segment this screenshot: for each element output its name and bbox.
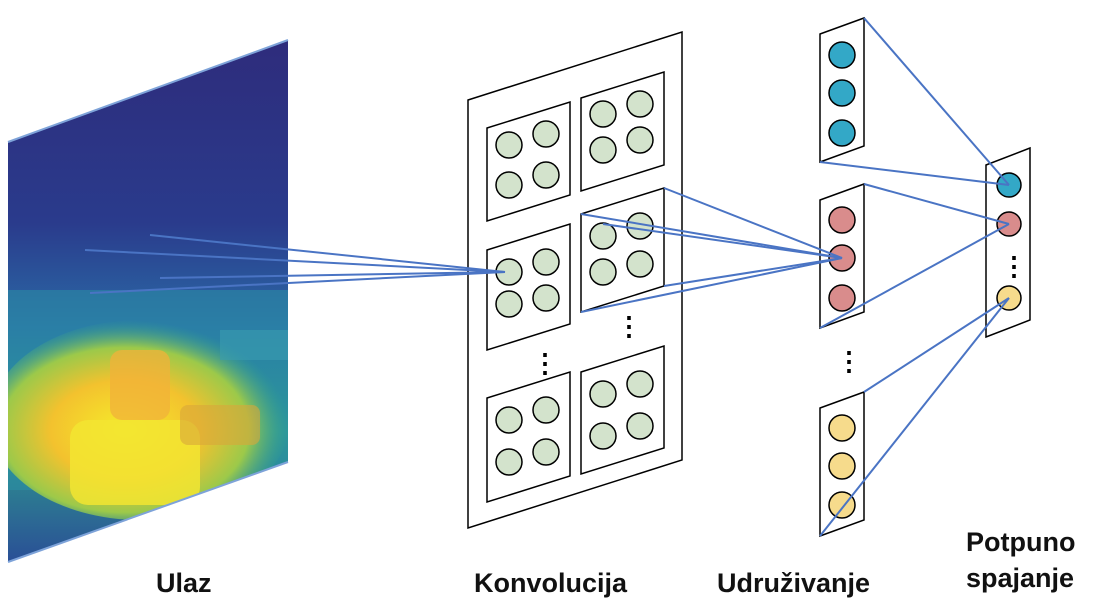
connection-line (863, 17, 1010, 186)
conv-neuron (626, 126, 654, 154)
connection-line (663, 257, 843, 287)
conv-neuron (532, 248, 560, 276)
connection-line (663, 187, 843, 259)
connection-line (580, 213, 843, 259)
convolution-layer: ⋮ ⋮ (467, 30, 683, 530)
conv-neuron (495, 131, 523, 159)
pooling-label: Udruživanje (717, 568, 870, 598)
conv-neuron (495, 448, 523, 476)
fully-connected-label-line1: Potpuno (966, 527, 1075, 557)
pool-neuron (828, 79, 856, 107)
pool-neuron (828, 284, 856, 312)
connection-line (819, 297, 1010, 537)
conv-neuron (589, 380, 617, 408)
conv-neuron (626, 250, 654, 278)
pool-ellipsis: ⋮ (836, 346, 862, 376)
conv-neuron (589, 258, 617, 286)
connection-line (159, 271, 506, 279)
fully-connected-label-line2: spajanje (966, 563, 1074, 593)
connection-line (819, 223, 1010, 329)
fully-connected-layer: ⋮ (985, 146, 1031, 339)
conv-neuron (626, 412, 654, 440)
conv-neuron (626, 90, 654, 118)
connection-line (84, 249, 506, 273)
pool-neuron (828, 206, 856, 234)
conv-neuron (532, 284, 560, 312)
input-label: Ulaz (156, 568, 212, 598)
conv-neuron (532, 396, 560, 424)
conv-ellipsis: ⋮ (616, 311, 642, 341)
connection-lines (84, 17, 1010, 537)
pool-neuron (828, 41, 856, 69)
connection-line (602, 223, 843, 259)
conv-neuron (532, 120, 560, 148)
conv-neuron (626, 370, 654, 398)
conv-neuron (495, 406, 523, 434)
connection-line (863, 297, 1010, 393)
pool-neuron (828, 414, 856, 442)
conv-neuron (589, 100, 617, 128)
connection-line (89, 271, 506, 294)
connection-line (819, 161, 1010, 186)
connection-line (863, 183, 1010, 225)
conv-ellipsis: ⋮ (532, 348, 558, 378)
fc-panel (985, 146, 1031, 339)
pooling-layer: ⋮ (819, 16, 865, 538)
conv-neuron (495, 290, 523, 318)
fc-ellipsis: ⋮ (1001, 251, 1027, 281)
pool-neuron (828, 119, 856, 147)
conv-neuron (532, 161, 560, 189)
conv-neuron (589, 222, 617, 250)
conv-neuron (495, 171, 523, 199)
pool-neuron (828, 452, 856, 480)
connection-line (149, 234, 506, 273)
input-heatmap (7, 39, 289, 563)
pool-neuron (828, 491, 856, 519)
connection-line (580, 257, 843, 313)
conv-neuron (589, 422, 617, 450)
convolution-label: Konvolucija (474, 568, 628, 598)
conv-neuron (532, 438, 560, 466)
conv-neuron (589, 136, 617, 164)
